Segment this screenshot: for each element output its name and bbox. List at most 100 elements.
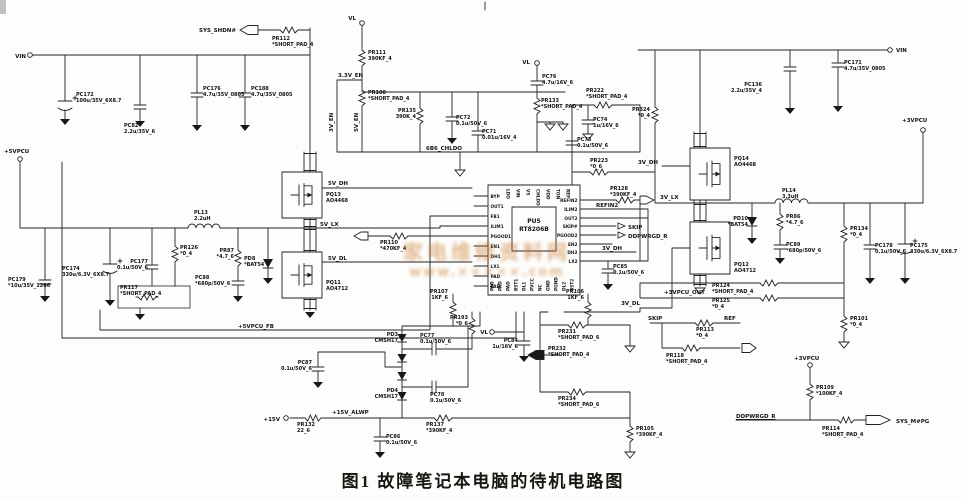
ic-pu5: PU5RT8206BBYPOUT1FB1ILIM1PGOOD1EN1DH1LX1… [490, 189, 578, 291]
net-label-25: +15V [263, 417, 280, 423]
component-value: *4.7_6 [217, 254, 235, 260]
component-PR125: PR125*0_4 [712, 298, 730, 310]
component-ref: PR223 [590, 158, 608, 164]
component-value: *0_4 [696, 333, 709, 339]
component-value: *470KF_4 [380, 246, 407, 252]
component-value: 2.2uH [194, 216, 211, 222]
ic-pin-right: DH2 [567, 250, 577, 256]
figure-caption: 图1 故障笔记本电脑的待机电路图 [341, 472, 625, 491]
component-ref: PC73 [577, 137, 592, 143]
component-PR86: PR86*4.7_6 [786, 214, 804, 226]
ic-pin-left: EN1 [491, 244, 501, 250]
component-PC89: PC89*680p/50V_6 [786, 242, 822, 254]
component-ref: PR137 [426, 422, 444, 428]
pr117-box [117, 285, 191, 309]
component-value: *0_4 [712, 304, 725, 310]
component-ref: PR117 [120, 285, 138, 291]
net-terminal [887, 47, 893, 53]
component-value: 0.1u/50V_6 [386, 440, 418, 446]
ic-pin-bottom: BST1 [514, 279, 520, 291]
component-value: *SHORT_PAD_4 [712, 289, 754, 295]
component-value: *0_4 [180, 251, 193, 257]
component-ref: PR111 [368, 50, 386, 56]
net-terminal [920, 127, 926, 133]
component-ref: PL13 [194, 210, 208, 216]
ic-pin-right: ILIM2 [564, 207, 577, 213]
ic-pin-bottom: DL1 [522, 282, 528, 291]
ic-pin-top: TON [555, 189, 561, 200]
component-value: 1u/16V_6 [593, 123, 619, 129]
net-label-17: +3VPCU_OUT [664, 290, 705, 296]
ic-pin-left: PAD [491, 274, 501, 280]
component-value: 0.1u/50V_6 [420, 339, 452, 345]
component-ref: PQ14 [734, 156, 749, 162]
component-value: *SHORT_PAD_4 [666, 359, 708, 365]
component-value: 0.1u/50V_6 [430, 398, 462, 404]
component-value: 100u/35V_6X8.7 [76, 98, 122, 104]
ic-pin-bottom: PAD [498, 281, 504, 291]
net-label-27: +3VPCU [794, 356, 819, 362]
component-value: 4.7u/35V_0805 [844, 66, 886, 72]
component-value: CMSH17 [375, 394, 399, 400]
filled-symbols [40, 106, 910, 458]
ic-pin-bottom: PAD [506, 281, 512, 291]
component-value: 1u/16V_6 [492, 344, 518, 350]
refin2-connector [639, 195, 656, 205]
component-ref: PR135 [398, 108, 416, 114]
ic-pin-bottom: GND [546, 280, 552, 291]
component-ref: PC74 [593, 117, 608, 123]
ic-pin-left: BYP [491, 194, 500, 200]
net-terminal [359, 20, 365, 26]
net-terminal [27, 52, 33, 58]
net-label-19: SKIP [628, 225, 642, 231]
component-ref: PR222 [586, 88, 604, 94]
net-terminal [489, 329, 495, 335]
component-ref: PR101 [850, 316, 868, 322]
component-value: *390KF_4 [636, 432, 663, 438]
ic-pin-top: REF [565, 189, 571, 198]
component-value: 1KF_6 [567, 295, 584, 301]
ic-pin-right: SKIP# [563, 224, 578, 230]
component-ref: PL14 [782, 188, 796, 194]
component-ref: PQ11 [326, 280, 341, 286]
component-value: 0.1u/50V_6 [875, 249, 907, 255]
component-ref: PR113 [696, 327, 714, 333]
component-PR118: PR118*SHORT_PAD_4 [666, 353, 708, 365]
component-ref: PC77 [420, 333, 435, 339]
ic-pin-right: REFIN2 [560, 198, 577, 204]
component-ref: PR109 [816, 385, 834, 391]
ic-pin-bottom: PVCC [530, 278, 536, 291]
net-label-3: 3.3V_EN [338, 73, 364, 79]
net-label-12: VIN [896, 48, 907, 54]
net-label-0: VIN [15, 54, 26, 60]
component-ref: PC172 [76, 92, 94, 98]
component-value: AO4468 [734, 162, 757, 168]
component-ref: PR106 [566, 289, 584, 295]
net-label-26: +15V_ALWP [332, 410, 369, 416]
component-PR234: PR234*SHORT_PAD_6 [558, 396, 600, 408]
component-ref: PD3 [387, 332, 399, 338]
component-value: 22_6 [297, 428, 310, 434]
component-value: AO4712 [326, 286, 349, 292]
component-labels: PC172100u/35V_6X8.7PC822.2u/35V_6PC1764.… [8, 36, 958, 446]
component-value: 4.7u/35V_0805 [203, 92, 245, 98]
component-ref: PR114 [822, 426, 840, 432]
net-label-23: REF [724, 316, 736, 322]
component-ref: PR108 [368, 90, 386, 96]
component-value: 2.2u/35V_6 [124, 129, 156, 135]
component-ref: PR86 [786, 214, 801, 220]
component-value: *390KF_4 [610, 192, 637, 198]
component-PR193: PR193*0_6 [450, 315, 468, 327]
